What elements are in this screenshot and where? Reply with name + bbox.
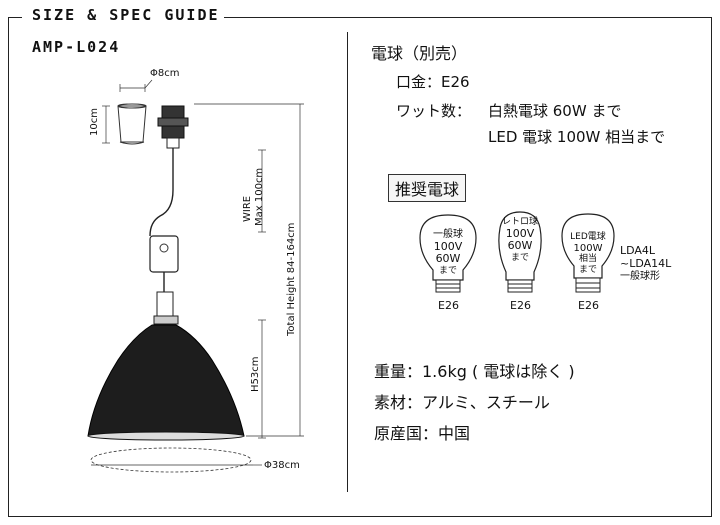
guide-title: SIZE & SPEC GUIDE	[28, 6, 224, 24]
led-model-min: LDA4L	[620, 244, 656, 257]
led-model-list: LDA4L ~LDA14L 一般球形	[620, 244, 671, 283]
model-number: AMP-L024	[32, 38, 121, 56]
wire-label: WIRE	[242, 195, 253, 222]
bulb-3-text: LED電球 100W 相当 まで	[570, 232, 606, 275]
switch-box	[149, 235, 179, 273]
origin-spec: 原産国：中国	[374, 424, 471, 443]
column-divider	[347, 32, 348, 492]
led-model-max: ~LDA14L	[620, 257, 672, 270]
bulb-not-included-note: 電球（別売）	[371, 44, 468, 63]
wattage-line-2: LED 電球 100W 相当まで	[488, 128, 666, 146]
shade-diameter-label: Φ38cm	[264, 460, 300, 471]
bulb-1-base: E26	[438, 299, 459, 312]
wattage-label: ワット数：	[396, 102, 472, 120]
recommended-bulb-badge: 推奨電球	[388, 174, 467, 202]
lamp-socket	[153, 291, 179, 325]
lamp-diagram	[87, 79, 304, 473]
socket-height-label: 10cm	[89, 108, 100, 136]
frame-bottom-line	[8, 516, 712, 517]
wattage-line-1: 白熱電球 60W まで	[488, 102, 622, 120]
base-spec: 口金：E26	[396, 71, 470, 92]
socket-diameter-label: Φ8cm	[150, 68, 180, 79]
led-model-shape: 一般球形	[620, 271, 660, 282]
bulb-2-text: レトロ球 100V 60W まで	[501, 217, 538, 263]
lamp-shade	[87, 324, 245, 437]
total-height-label: Total Height 84-164cm	[286, 222, 297, 336]
base-value: E26	[441, 73, 470, 91]
wire-length-label: Max 100cm	[254, 167, 265, 226]
weight-spec: 重量：1.6kg ( 電球は除く )	[374, 362, 575, 381]
bulb-3-base: E26	[578, 299, 599, 312]
material-spec: 素材：アルミ、スチール	[374, 393, 550, 412]
canopy-drawing	[117, 103, 147, 145]
frame-left-line	[8, 17, 9, 517]
shade-height-label: H53cm	[250, 356, 261, 392]
bulb-1-text: 一般球 100V 60W まで	[433, 229, 463, 276]
frame-right-line	[711, 17, 712, 517]
ceiling-adapter	[157, 105, 189, 149]
frame-top-line	[220, 17, 712, 18]
frame-top-left-line	[8, 17, 22, 18]
base-label: 口金：	[396, 73, 442, 91]
bulb-2-base: E26	[510, 299, 531, 312]
